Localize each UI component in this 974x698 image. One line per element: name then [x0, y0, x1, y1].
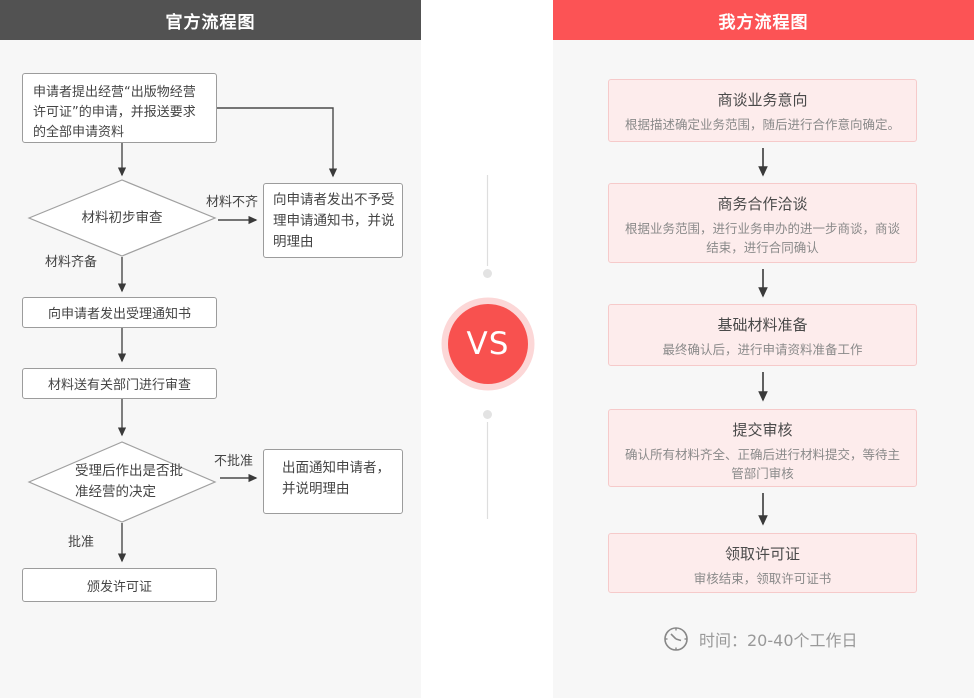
- our-flowchart-header: 我方流程图: [553, 0, 974, 40]
- branch-label-incomplete: 材料不齐: [206, 195, 259, 210]
- flow-box-decision-reject: 出面通知申请者，并说明理由: [263, 449, 403, 514]
- our-flowchart-panel: 我方流程图 商谈业务意向 根据描述确定业务范围，随后进行合作意向确定。 商务合作…: [553, 0, 974, 698]
- flow-box-apply: 申请者提出经营“出版物经营许可证”的申请，并报送要求的全部申请资料: [22, 73, 217, 143]
- flow-box-review: 材料送有关部门进行审查: [22, 368, 217, 399]
- step-box-5: 领取许可证 审核结束，领取许可证书: [608, 533, 917, 593]
- official-flowchart-title: 官方流程图: [165, 12, 256, 33]
- step-title: 基础材料准备: [717, 316, 808, 334]
- branch-label-complete: 材料齐备: [45, 255, 98, 270]
- clock-icon: [663, 626, 689, 652]
- step-desc: 根据描述确定业务范围，随后进行合作意向确定。: [624, 117, 900, 132]
- branch-label-not-approved: 不批准: [214, 454, 254, 469]
- diamond-initial-check-label: 材料初步审查: [81, 210, 163, 226]
- step-desc: 最终确认后，进行申请资料准备工作: [662, 342, 863, 357]
- flow-box-notice-reject: 向申请者发出不予受理申请通知书，并说明理由: [263, 183, 403, 258]
- step-desc: 确认所有材料齐全、正确后进行材料提交，等待主管部门审核: [624, 447, 900, 481]
- time-note-row: 时间：20-40个工作日: [663, 624, 963, 654]
- our-flowchart-title: 我方流程图: [718, 12, 809, 33]
- flow-box-notice-accept: 向申请者发出受理通知书: [22, 297, 217, 328]
- step-box-1: 商谈业务意向 根据描述确定业务范围，随后进行合作意向确定。: [608, 79, 917, 142]
- step-box-4: 提交审核 确认所有材料齐全、正确后进行材料提交，等待主管部门审核: [608, 409, 917, 487]
- step-box-3: 基础材料准备 最终确认后，进行申请资料准备工作: [608, 304, 917, 366]
- step-title: 提交审核: [732, 421, 793, 439]
- step-title: 商务合作洽谈: [717, 195, 808, 213]
- branch-label-approved: 批准: [68, 535, 95, 550]
- step-desc: 根据业务范围，进行业务申办的进一步商谈，商谈结束，进行合同确认: [624, 221, 900, 255]
- flow-box-issue: 颁发许可证: [22, 568, 217, 602]
- step-title: 商谈业务意向: [717, 91, 808, 109]
- vs-badge: VS: [466, 326, 510, 362]
- step-box-2: 商务合作洽谈 根据业务范围，进行业务申办的进一步商谈，商谈结束，进行合同确认: [608, 183, 917, 263]
- step-title: 领取许可证: [724, 545, 800, 563]
- diamond-approval-decision-label: 受理后作出是否批准经营的决定: [75, 463, 183, 500]
- step-desc: 审核结束，领取许可证书: [693, 571, 832, 586]
- official-flowchart-header: 官方流程图: [0, 0, 421, 40]
- time-note-text: 时间：20-40个工作日: [699, 631, 858, 650]
